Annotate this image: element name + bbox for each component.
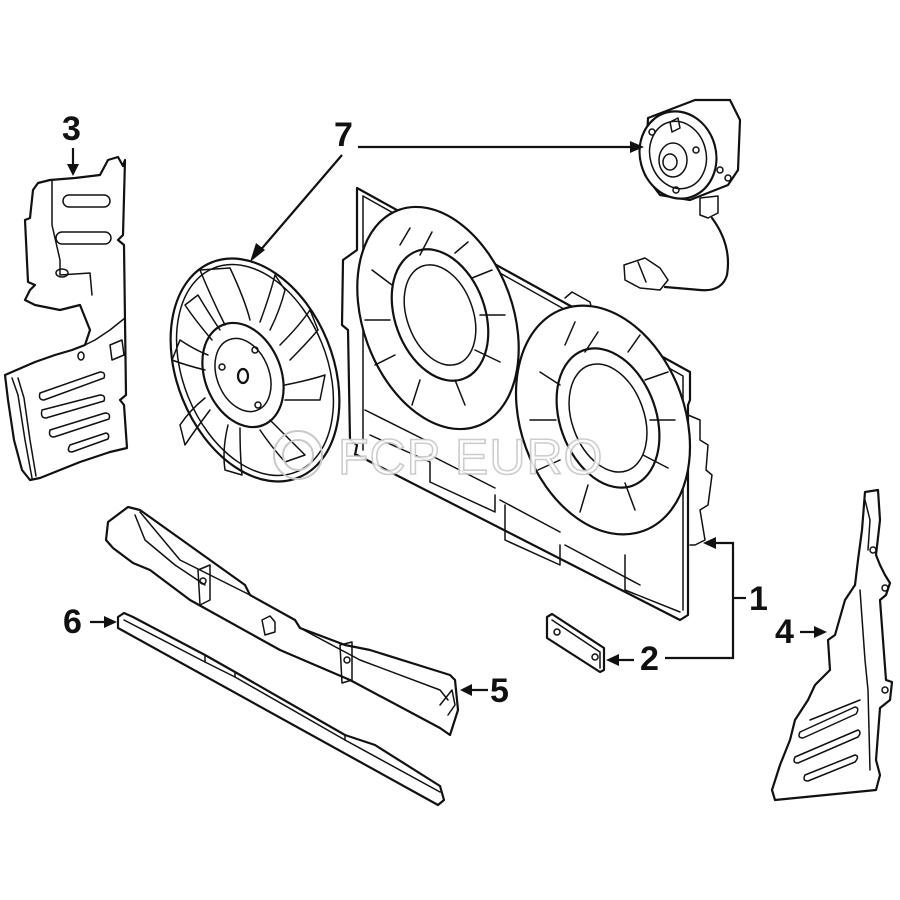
part-7-fan-blade[interactable]: [139, 233, 371, 507]
callout-4: 4: [775, 613, 827, 651]
part-1-fan-shroud[interactable]: [328, 184, 720, 622]
part-3-left-deflector[interactable]: [3, 155, 129, 482]
part-7-fan-motor[interactable]: [623, 98, 742, 292]
part-2-bracket[interactable]: [545, 612, 606, 674]
callout-7: 7: [250, 116, 644, 262]
callout-3-label: 3: [62, 110, 81, 148]
callout-2-label: 2: [640, 640, 659, 678]
watermark: FCP EURO: [273, 428, 603, 486]
callout-3: 3: [62, 110, 81, 176]
callout-1: 1: [665, 537, 768, 660]
callout-4-label: 4: [775, 613, 794, 651]
callout-6-label: 6: [63, 603, 82, 641]
callout-5: 5: [460, 672, 509, 710]
watermark-text: FCP EURO: [338, 429, 603, 485]
part-5-air-guide[interactable]: [104, 505, 460, 737]
callout-6: 6: [63, 603, 117, 641]
callout-2: 2: [606, 640, 659, 678]
part-4-right-deflector[interactable]: [770, 488, 894, 802]
part-6-seal-strip[interactable]: [116, 611, 446, 807]
callout-1-label: 1: [749, 580, 768, 618]
callout-7-label: 7: [334, 116, 353, 154]
callout-5-label: 5: [490, 672, 509, 710]
